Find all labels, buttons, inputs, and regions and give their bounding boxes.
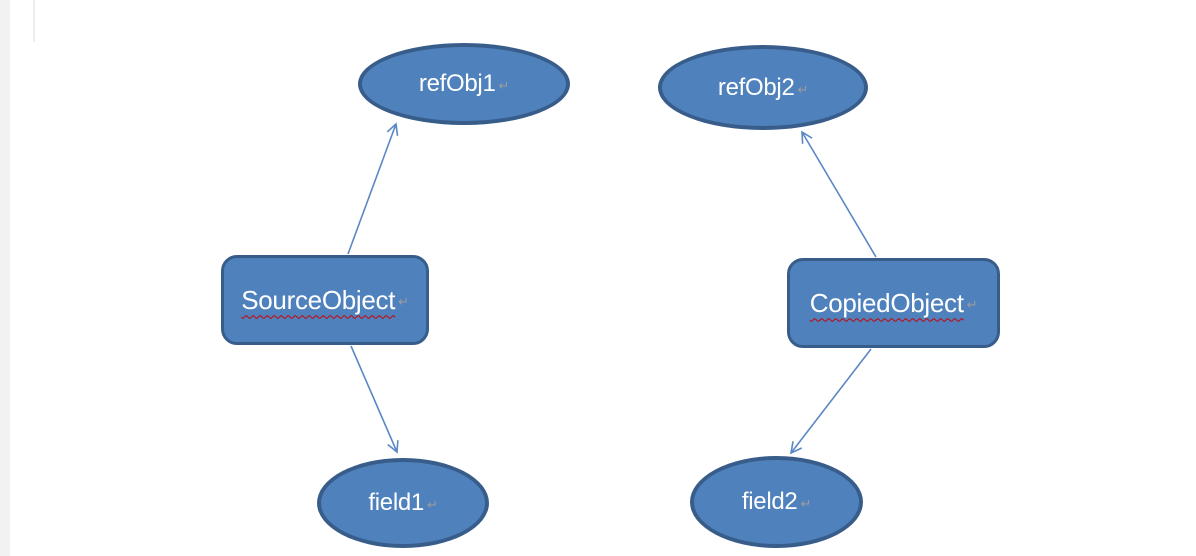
return-mark-icon: ↵ bbox=[797, 81, 809, 97]
node-refobj1[interactable]: refObj1 ↵ bbox=[358, 43, 570, 125]
node-copiedobject[interactable]: CopiedObject ↵ bbox=[787, 258, 1000, 348]
return-mark-icon: ↵ bbox=[426, 497, 438, 512]
return-mark-icon: ↵ bbox=[800, 496, 812, 511]
node-label: field2 bbox=[741, 488, 798, 515]
return-mark-icon: ↵ bbox=[398, 294, 409, 309]
return-mark-icon: ↵ bbox=[498, 78, 510, 93]
node-sourceobject[interactable]: SourceObject ↵ bbox=[221, 255, 429, 345]
node-label: CopiedObject bbox=[809, 287, 964, 318]
node-field1[interactable]: field1 ↵ bbox=[317, 458, 489, 548]
connector-sourceobject-to-field1 bbox=[350, 345, 399, 454]
page-edge-line bbox=[33, 0, 35, 42]
connector-sourceobject-to-refobj1 bbox=[347, 122, 399, 255]
node-refobj2[interactable]: refObj2 ↵ bbox=[658, 45, 868, 130]
connector-copiedobject-to-field2 bbox=[789, 348, 872, 455]
return-mark-icon: ↵ bbox=[966, 297, 978, 312]
node-field2[interactable]: field2 ↵ bbox=[690, 456, 863, 548]
node-label: SourceObject bbox=[241, 284, 396, 315]
node-label: refObj1 bbox=[418, 70, 496, 97]
node-label: refObj2 bbox=[717, 73, 795, 101]
node-label: field1 bbox=[368, 489, 424, 516]
connector-copiedobject-to-refobj2 bbox=[801, 130, 877, 258]
page-left-gutter bbox=[0, 0, 10, 556]
